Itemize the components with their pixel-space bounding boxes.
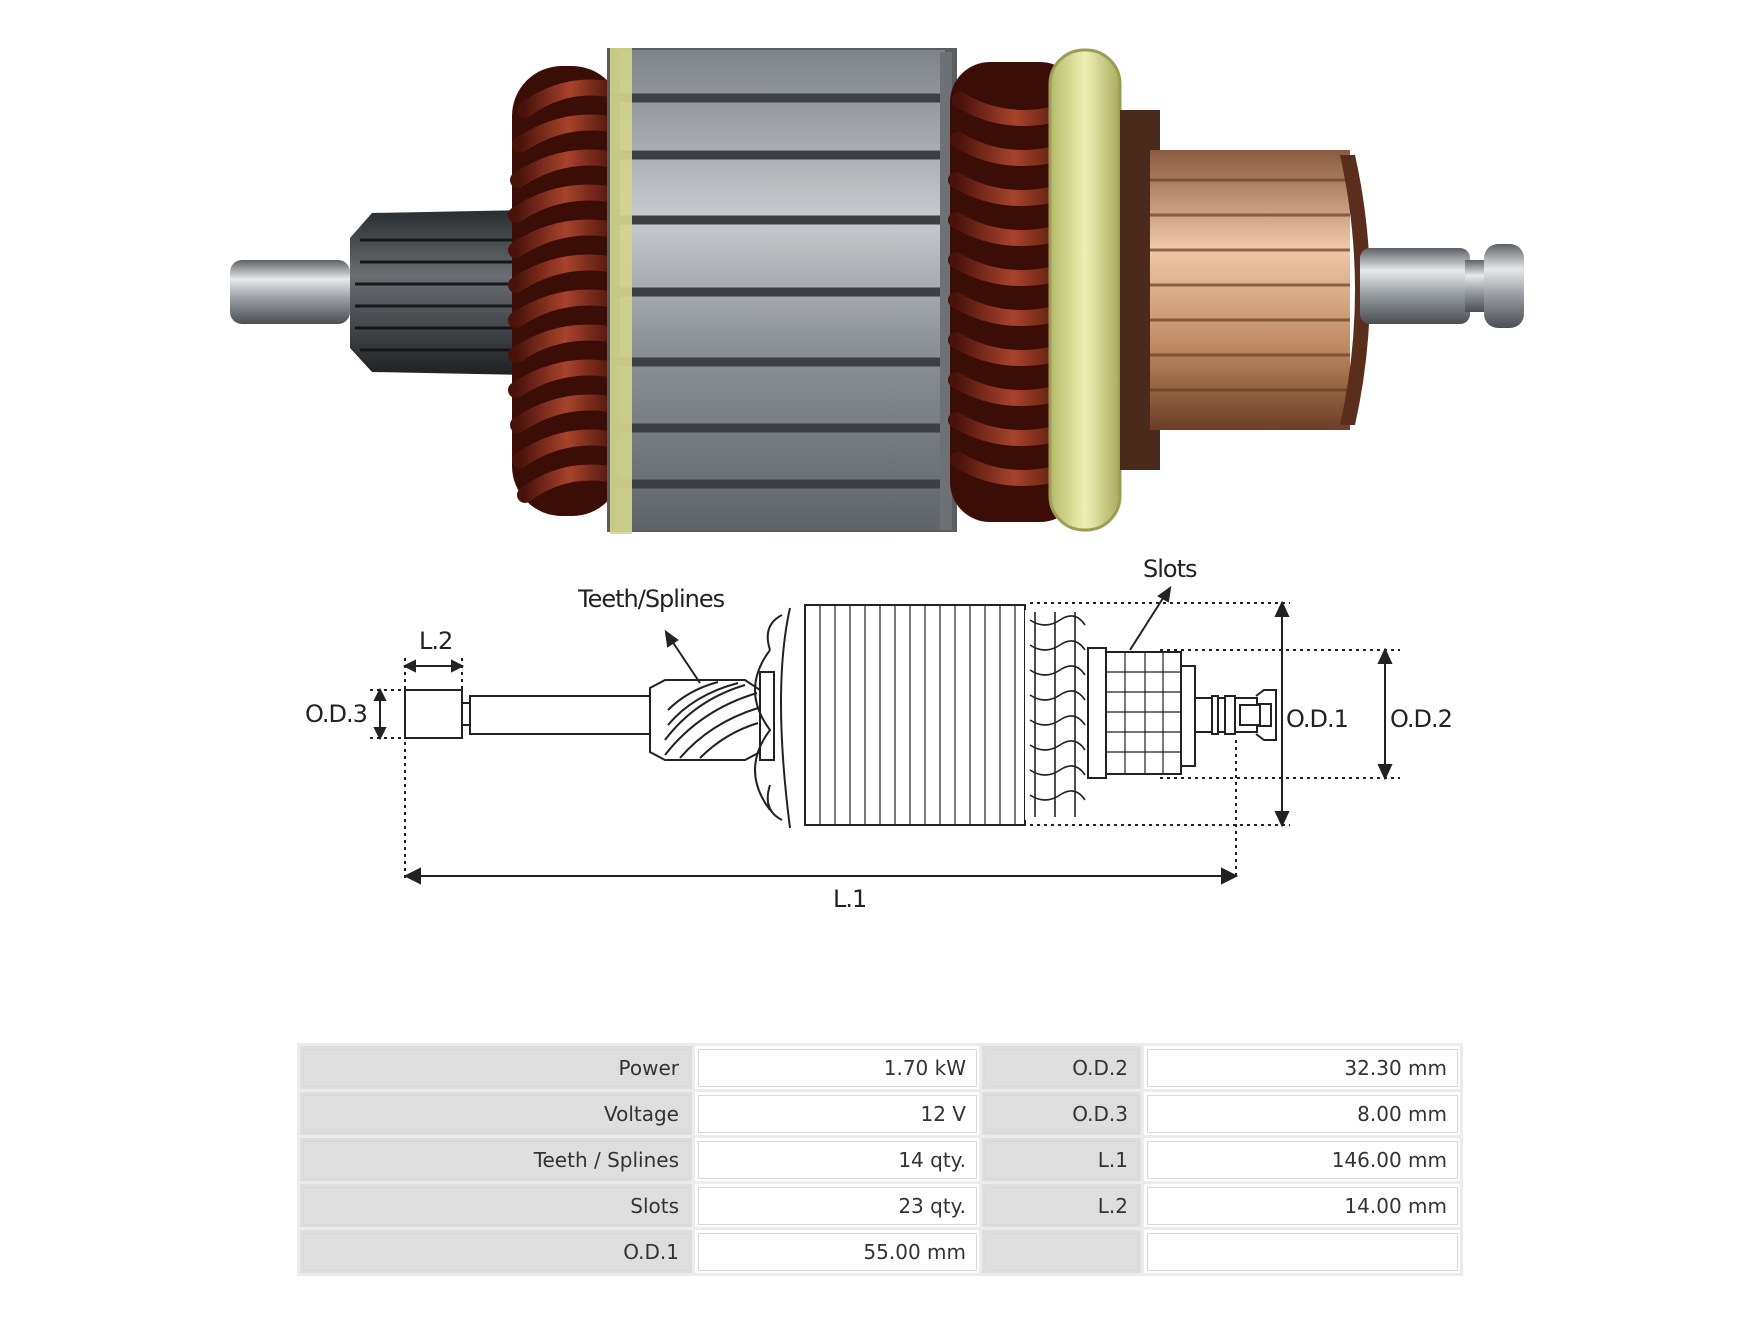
spec-value: 12 V [692, 1089, 982, 1138]
dimension-drawing: Teeth/Splines Slots L.2 O.D.3 O.D.1 O.D.… [305, 555, 1453, 913]
spec-label: O.D.1 [297, 1227, 695, 1276]
od1-label: O.D.1 [1286, 705, 1348, 733]
spec-label: L.2 [979, 1181, 1144, 1230]
slots-label: Slots [1143, 555, 1197, 583]
l2-label: L.2 [419, 627, 452, 655]
spec-value: 14 qty. [692, 1135, 982, 1184]
spec-label: L.1 [979, 1135, 1144, 1184]
spec-value: 23 qty. [692, 1181, 982, 1230]
right-windings-drawing [1025, 610, 1086, 820]
spec-value [1141, 1227, 1463, 1276]
spec-value: 32.30 mm [1141, 1043, 1463, 1092]
spec-label: Power [297, 1043, 695, 1092]
spec-label: Slots [297, 1181, 695, 1230]
right-shaft-drawing [1194, 689, 1277, 741]
spec-label: O.D.2 [979, 1043, 1144, 1092]
commutator [1120, 110, 1370, 470]
right-shaft [1360, 244, 1524, 328]
left-windings [508, 66, 623, 516]
teeth-splines-label: Teeth/Splines [577, 585, 725, 613]
spec-value: 55.00 mm [692, 1227, 982, 1276]
od2-label: O.D.2 [1390, 705, 1452, 733]
pinion-gear [350, 210, 530, 375]
pinion-drawing [649, 671, 775, 761]
armature-photo [230, 48, 1524, 534]
left-windings-drawing [754, 607, 791, 829]
table-row: Teeth / Splines 14 qty. L.1 146.00 mm [297, 1135, 1463, 1184]
l1-label: L.1 [833, 885, 866, 913]
spec-value: 8.00 mm [1141, 1089, 1463, 1138]
shaft-end-drawing [404, 689, 463, 739]
table-row: O.D.1 55.00 mm [297, 1227, 1463, 1276]
core-drawing [804, 604, 1026, 826]
spec-label [979, 1227, 1144, 1276]
teeth-pointer-arrow [669, 637, 701, 684]
spec-label: Voltage [297, 1089, 695, 1138]
spec-value: 146.00 mm [1141, 1135, 1463, 1184]
left-shaft [230, 260, 350, 324]
spec-value: 1.70 kW [692, 1043, 982, 1092]
laminated-core [607, 48, 957, 534]
table-row: Slots 23 qty. L.2 14.00 mm [297, 1181, 1463, 1230]
specifications-table: Power 1.70 kW O.D.2 32.30 mm Voltage 12 … [297, 1043, 1463, 1276]
spec-label: O.D.3 [979, 1089, 1144, 1138]
table-row: Voltage 12 V O.D.3 8.00 mm [297, 1089, 1463, 1138]
slots-pointer-arrow [1129, 594, 1166, 651]
spec-value: 14.00 mm [1141, 1181, 1463, 1230]
table-row: Power 1.70 kW O.D.2 32.30 mm [297, 1043, 1463, 1092]
spec-label: Teeth / Splines [297, 1135, 695, 1184]
commutator-drawing [1087, 647, 1196, 779]
od3-label: O.D.3 [305, 700, 367, 728]
